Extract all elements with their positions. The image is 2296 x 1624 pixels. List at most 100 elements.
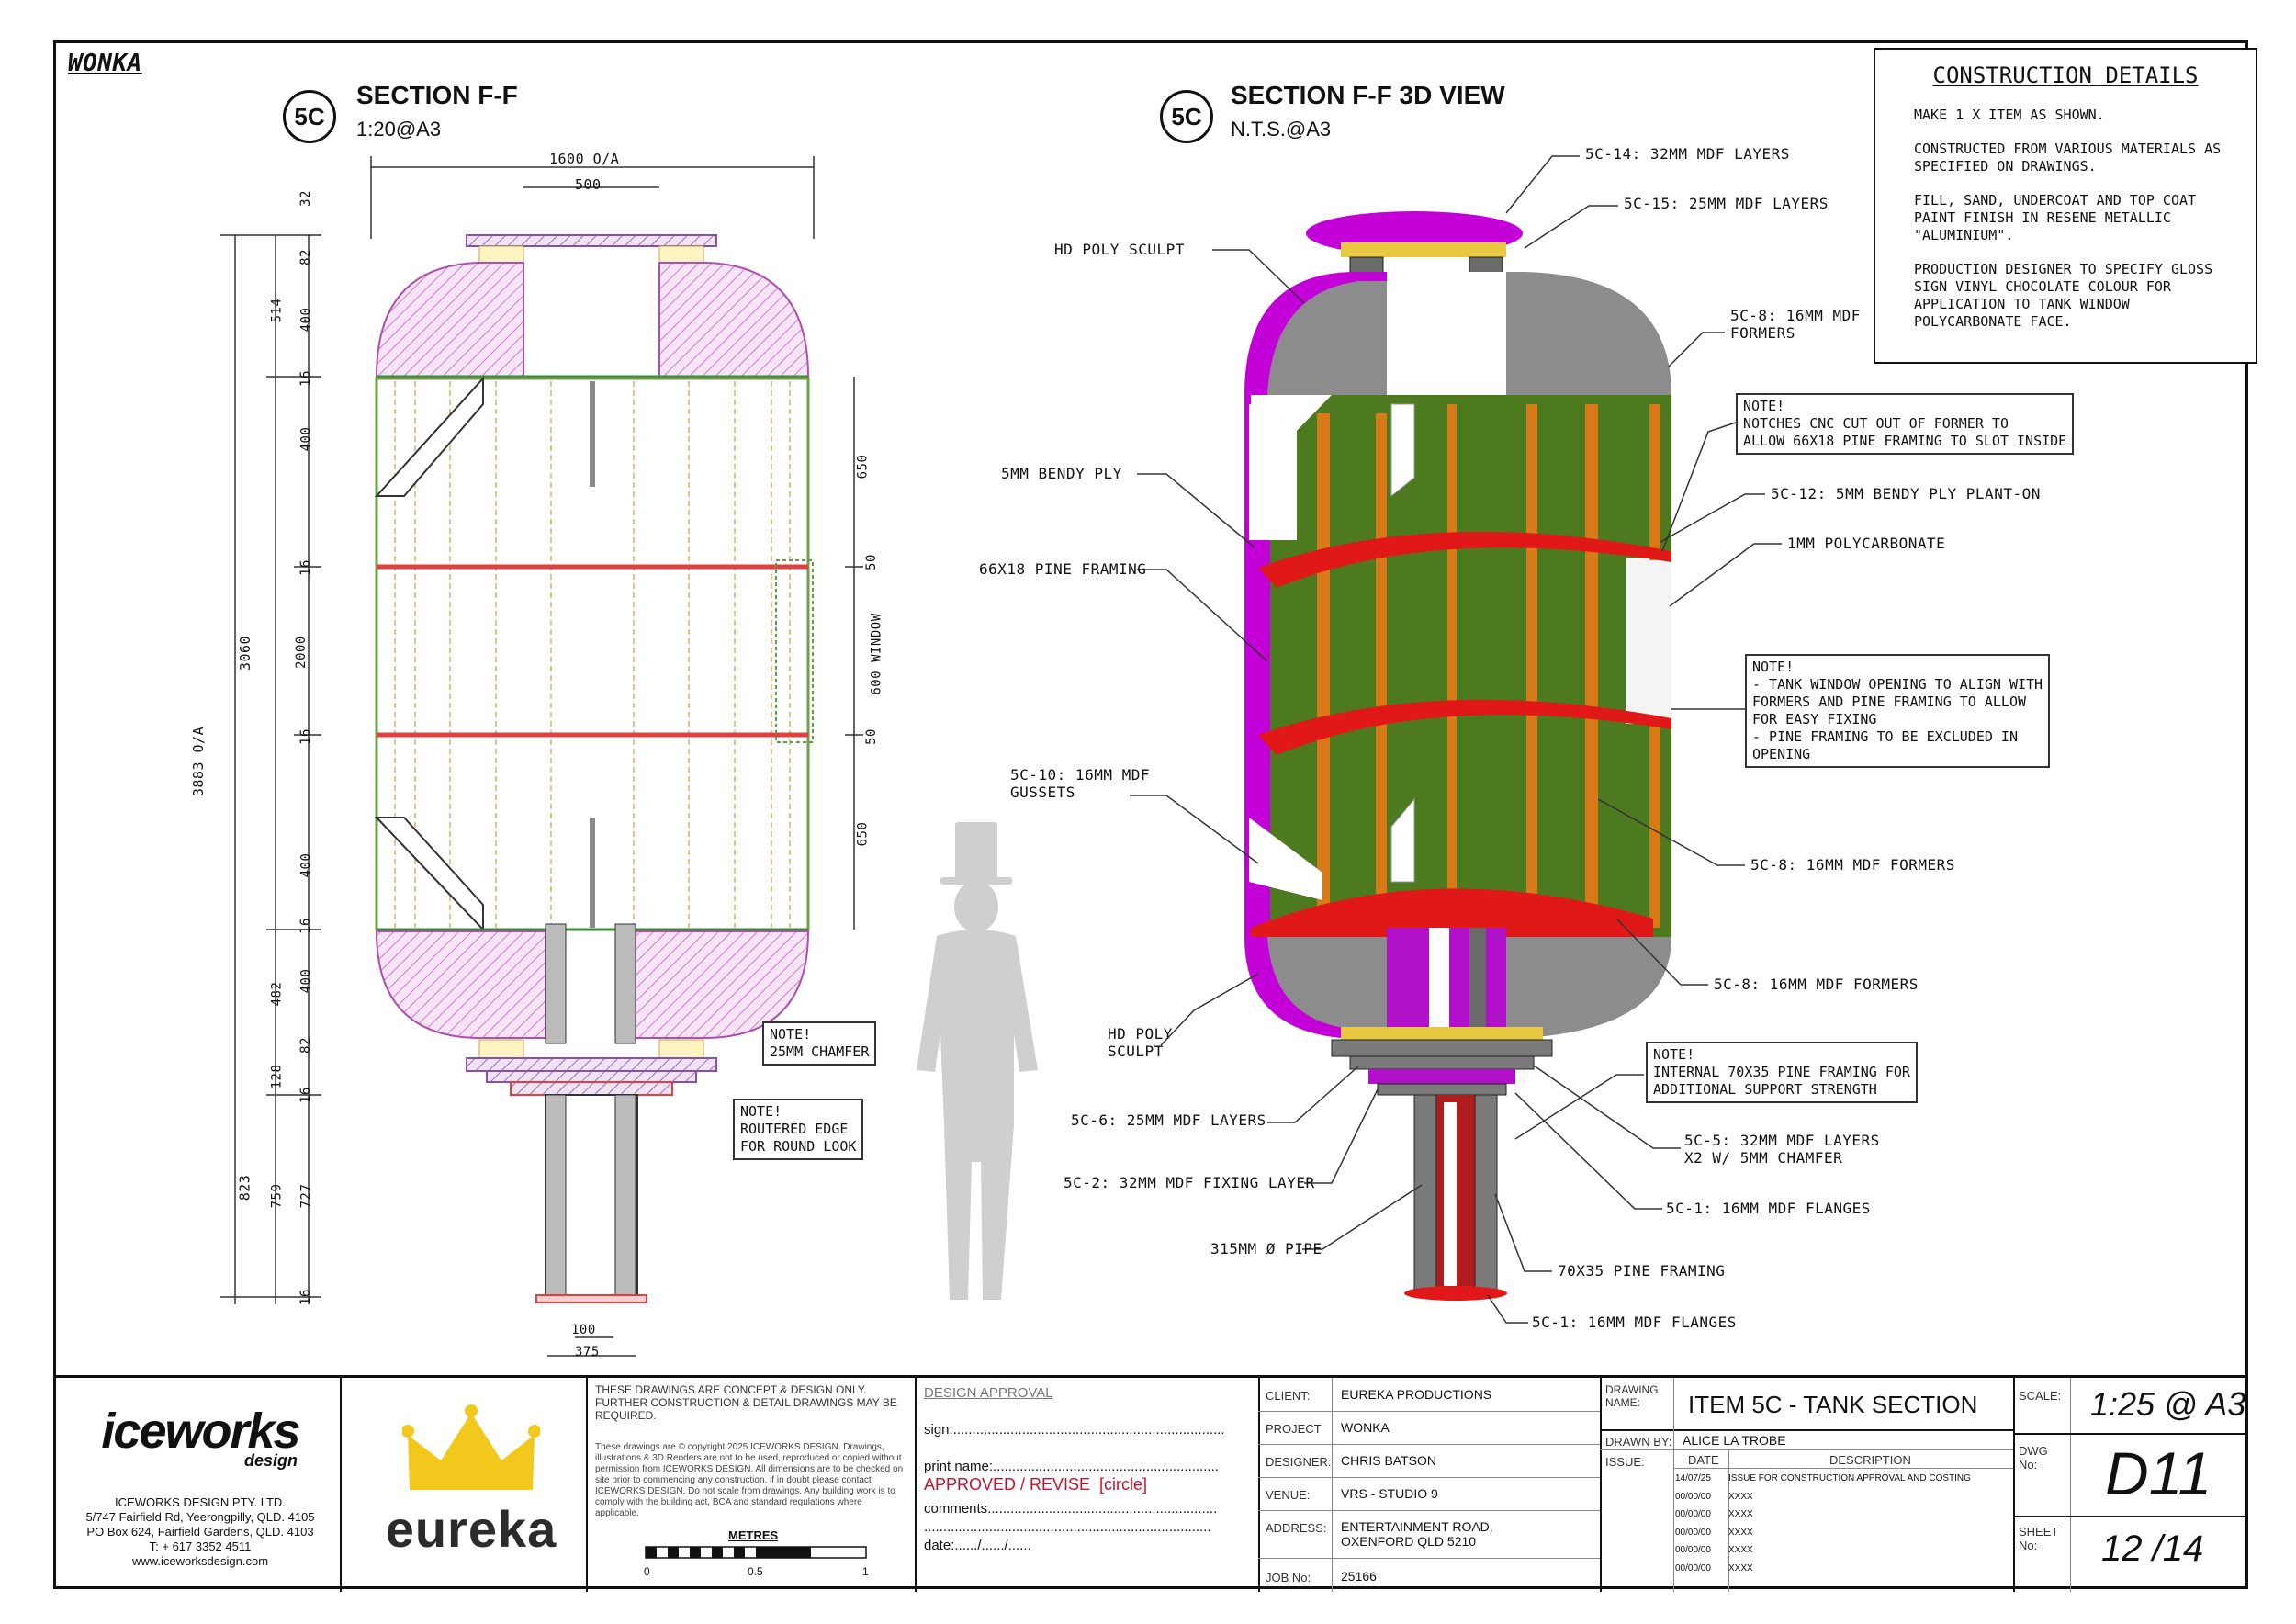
label-3d: 5C-10: 16MM MDF GUSSETS [1010, 766, 1150, 801]
project-label: WONKA [68, 50, 142, 77]
note-internal-framing: NOTE! INTERNAL 70X35 PINE FRAMING FOR AD… [1646, 1042, 1918, 1103]
drawn-by-label: DRAWN BY: [1605, 1435, 1672, 1449]
drawing-name-label: DRAWING NAME: [1605, 1383, 1659, 1409]
scale-bar-label: METRES [728, 1528, 779, 1542]
scale-label: SCALE: [2019, 1389, 2062, 1403]
detail-paragraph: FILL, SAND, UNDERCOAT AND TOP COAT PAINT… [1914, 192, 2197, 243]
label-3d: 5C-8: 16MM MDF FORMERS [1750, 856, 1955, 874]
drawn-by-value: ALICE LA TROBE [1683, 1433, 1786, 1448]
dwg-value: D11 [2105, 1439, 2212, 1507]
disclaimer-title: THESE DRAWINGS ARE CONCEPT & DESIGN ONLY… [595, 1383, 897, 1422]
label-3d: 5C-1: 16MM MDF FLANGES [1532, 1314, 1737, 1331]
person-silhouette [917, 822, 1038, 1300]
note-window-opening: NOTE! - TANK WINDOW OPENING TO ALIGN WIT… [1745, 654, 2051, 768]
title-block: iceworks design ICEWORKS DESIGN PTY. LTD… [53, 1375, 2248, 1592]
company-address-line: PO Box 624, Fairfield Gardens, QLD. 4103 [86, 1525, 314, 1539]
approval-sign-field[interactable]: sign:...................................… [924, 1422, 1225, 1438]
dwg-label: DWG No: [2019, 1444, 2048, 1472]
section-3d-scale: N.T.S.@A3 [1231, 118, 1332, 141]
section-3d-title: SECTION F-F 3D VIEW [1231, 81, 1505, 109]
issue-header-description: DESCRIPTION [1829, 1453, 1911, 1467]
company-address-line: 5/747 Fairfield Rd, Yeerongpilly, QLD. 4… [85, 1510, 315, 1524]
company-website: www.iceworksdesign.com [131, 1554, 269, 1568]
approval-print-name-field[interactable]: print name:.............................… [924, 1459, 1219, 1474]
detail-paragraph: CONSTRUCTED FROM VARIOUS MATERIALS AS SP… [1914, 141, 2222, 175]
label-3d: 315MM Ø PIPE [1210, 1240, 1322, 1257]
section-2d-title: SECTION F-F [356, 81, 518, 109]
sheet-value: 12 /14 [2101, 1528, 2204, 1569]
note-routered-edge: NOTE! ROUTERED EDGE FOR ROUND LOOK [733, 1099, 864, 1160]
label-3d: 70X35 PINE FRAMING [1558, 1262, 1726, 1280]
label-3d: 5C-6: 25MM MDF LAYERS [1071, 1111, 1266, 1129]
section-2d-tag: 5C [283, 90, 336, 143]
label-3d: 5C-5: 32MM MDF LAYERS X2 W/ 5MM CHAMFER [1684, 1132, 1880, 1167]
scale-bar-tick: 1 [862, 1565, 869, 1578]
detail-paragraph: MAKE 1 X ITEM AS SHOWN. [1914, 107, 2105, 123]
field-label: CLIENT: [1266, 1389, 1311, 1403]
project-value: WONKA [1341, 1420, 1390, 1435]
dim-overall-width: 1600 O/A [549, 151, 620, 167]
eureka-logo-text: eureka [385, 1500, 557, 1558]
approval-comments-line: ........................................… [924, 1519, 1211, 1535]
venue-value: VRS - STUDIO 9 [1341, 1486, 1438, 1501]
label-3d: 5C-15: 25MM MDF LAYERS [1624, 195, 1829, 212]
company-phone: T: + 617 3352 4511 [149, 1539, 252, 1553]
label-3d: 5C-14: 32MM MDF LAYERS [1585, 145, 1790, 163]
label-3d: HD POLY SCULPT [1054, 241, 1185, 258]
label-3d: 5MM BENDY PLY [1001, 465, 1122, 482]
drawing-name-value: ITEM 5C - TANK SECTION [1688, 1391, 1978, 1418]
field-label: JOB No: [1266, 1571, 1311, 1585]
iceworks-logo-sub: design [243, 1451, 298, 1470]
dim-top-width: 500 [575, 176, 602, 193]
label-3d: 5C-8: 16MM MDF FORMERS [1730, 307, 1861, 342]
project-fields: CLIENT: EUREKA PRODUCTIONS PROJECT WONKA… [1258, 1378, 1600, 1592]
approval-status[interactable]: APPROVED / REVISE [circle] [924, 1475, 1148, 1494]
sheet-label: SHEET No: [2019, 1525, 2059, 1552]
job-number-value: 25166 [1341, 1569, 1377, 1584]
note-chamfer: NOTE! 25MM CHAMFER [762, 1021, 877, 1066]
label-3d: 5C-2: 32MM MDF FIXING LAYER [1064, 1174, 1315, 1191]
company-name: ICEWORKS DESIGN PTY. LTD. [115, 1495, 286, 1509]
client-value: EUREKA PRODUCTIONS [1341, 1387, 1492, 1402]
address-value: ENTERTAINMENT ROAD, OXENFORD QLD 5210 [1341, 1519, 1493, 1549]
section-2d-drawing [220, 156, 863, 1357]
label-3d: HD POLY SCULPT [1108, 1025, 1173, 1060]
sheet-border [53, 40, 2248, 1589]
issue-label: ISSUE: [1605, 1455, 1645, 1469]
label-3d: 5C-8: 16MM MDF FORMERS [1714, 976, 1919, 993]
drawing-info: DRAWING NAME: ITEM 5C - TANK SECTION DRA… [1600, 1378, 2013, 1592]
field-label: VENUE: [1266, 1488, 1311, 1502]
section-2d-scale: 1:20@A3 [356, 118, 442, 141]
approval-date-field[interactable]: date:....../....../...... [924, 1538, 1031, 1553]
label-3d: 5C-1: 16MM MDF FLANGES [1666, 1200, 1871, 1217]
field-label: DESIGNER: [1266, 1455, 1332, 1469]
iceworks-logo: iceworks design [81, 1404, 320, 1471]
scale-value: 1:25 @ A3 [2090, 1385, 2246, 1423]
disclaimer-text: These drawings are © copyright 2025 ICEW… [595, 1442, 904, 1518]
field-label: ADDRESS: [1266, 1521, 1327, 1535]
construction-details-title: CONSTRUCTION DETAILS [1932, 62, 2199, 88]
dim-bottom-width-inner: 100 [571, 1323, 596, 1337]
dim-bottom-width-outer: 375 [575, 1345, 600, 1359]
sheet-info: SCALE: 1:25 @ A3 DWG No: D11 SHEET No: 1… [2013, 1378, 2248, 1592]
note-notches: NOTE! NOTCHES CNC CUT OUT OF FORMER TO A… [1736, 393, 2075, 455]
crown-icon [402, 1404, 540, 1490]
scale-bar [645, 1546, 867, 1559]
approval-comments-field[interactable]: comments................................… [924, 1501, 1218, 1517]
label-3d: 5C-12: 5MM BENDY PLY PLANT-ON [1771, 485, 2041, 502]
detail-paragraph: PRODUCTION DESIGNER TO SPECIFY GLOSS SIG… [1914, 261, 2213, 330]
iceworks-logo-text: iceworks [101, 1404, 300, 1459]
field-label: PROJECT [1266, 1422, 1322, 1436]
label-3d: 66X18 PINE FRAMING [979, 560, 1147, 578]
construction-details-box: CONSTRUCTION DETAILS MAKE 1 X ITEM AS SH… [1874, 48, 2257, 364]
issue-header-date: DATE [1688, 1453, 1719, 1467]
design-approval-title: DESIGN APPROVAL [924, 1385, 1053, 1401]
designer-value: CHRIS BATSON [1341, 1453, 1436, 1468]
